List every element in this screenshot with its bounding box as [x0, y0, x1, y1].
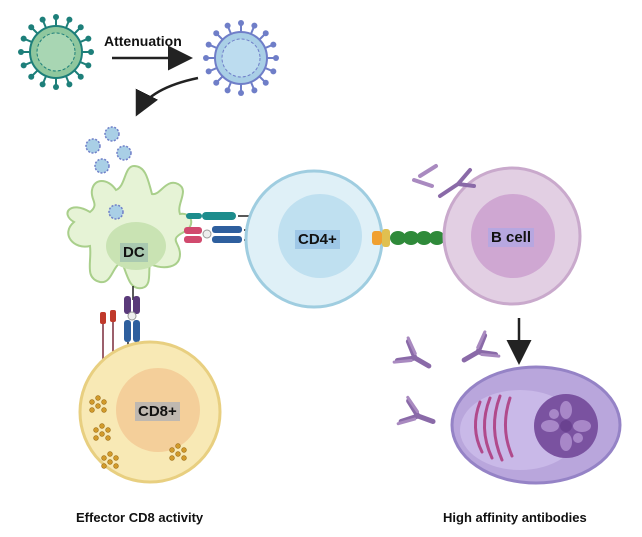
antibody-icons	[392, 330, 501, 426]
cytotoxic-granules	[89, 395, 187, 469]
wild-virus-icon	[18, 14, 94, 90]
viral-particles	[85, 126, 132, 174]
antibodies-caption: High affinity antibodies	[443, 510, 587, 525]
curved-arrow-to-dc	[135, 76, 199, 117]
dc-label: DC	[120, 243, 148, 262]
plasma-cell	[450, 365, 622, 485]
attenuation-label: Attenuation	[104, 33, 182, 49]
dendritic-cell	[66, 164, 193, 290]
bcell-antibody-icon	[412, 164, 476, 198]
cd4-label: CD4+	[295, 230, 340, 249]
bcell-label: B cell	[488, 228, 535, 247]
effector-cd8-caption: Effector CD8 activity	[76, 510, 204, 525]
attenuated-virus-icon	[203, 20, 279, 96]
cd4-bcell-connector	[372, 228, 453, 248]
cd8-label: CD8+	[135, 402, 180, 421]
